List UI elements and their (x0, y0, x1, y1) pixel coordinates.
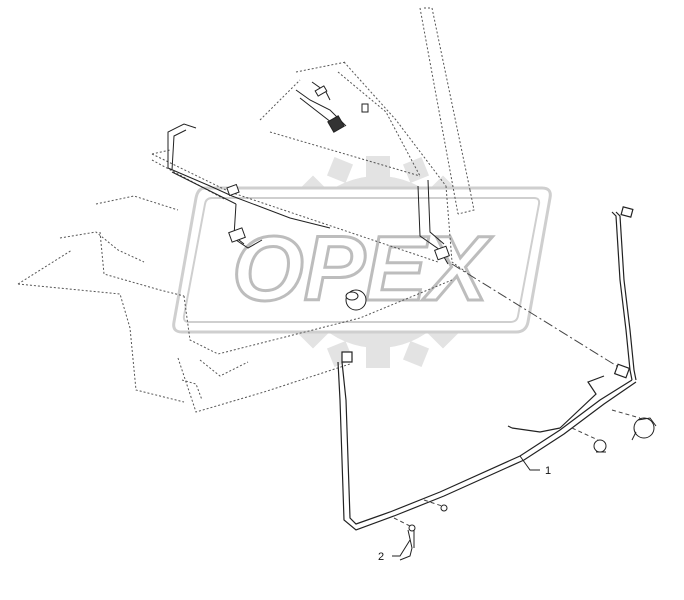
clip-small (440, 504, 448, 512)
callout-1-label: 1 (545, 465, 551, 477)
clip-large (631, 417, 657, 441)
callout-2: 2 (378, 539, 411, 563)
callout-1: 1 (519, 455, 551, 477)
connector-b (228, 227, 246, 243)
harness-clips (399, 417, 657, 561)
connector-a (226, 183, 240, 197)
callout-2-label: 2 (378, 551, 384, 563)
connector-e (434, 245, 450, 261)
harness-part-1 (337, 206, 637, 531)
clip-part-2 (399, 524, 416, 561)
connector-d (314, 85, 328, 97)
clip-medium (593, 439, 607, 453)
harness-connectors (226, 85, 450, 311)
clip-leaders (393, 409, 641, 527)
connector-c (327, 115, 345, 133)
assembly-centerline (451, 263, 621, 369)
bracket-small (361, 103, 369, 113)
chassis-background (17, 7, 475, 413)
